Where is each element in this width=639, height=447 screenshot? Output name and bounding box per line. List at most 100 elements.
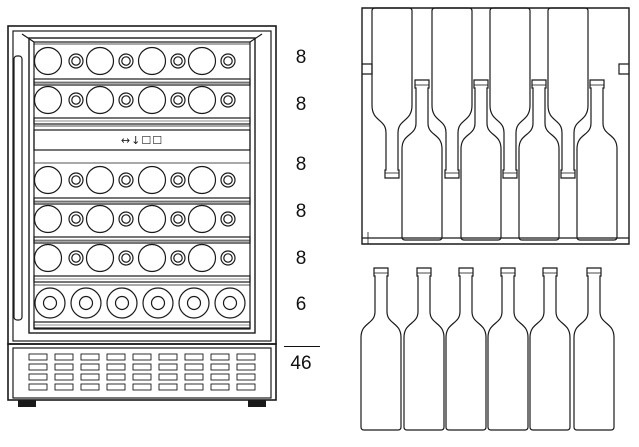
bottle-base xyxy=(85,46,115,76)
shelf-count-4: 8 xyxy=(295,201,307,222)
vent-slot xyxy=(80,353,100,361)
bottle-base xyxy=(33,243,63,273)
standing-bottle-outline xyxy=(573,267,615,431)
bottle-neck xyxy=(68,92,84,108)
bottle-base xyxy=(137,46,167,76)
bottle-base xyxy=(137,243,167,273)
bottle-neck xyxy=(220,53,236,69)
standing-bottle-outline xyxy=(487,267,529,431)
bottle-base xyxy=(187,165,217,195)
upright-bottle-outline xyxy=(401,79,443,241)
vent-slot xyxy=(106,383,126,391)
inverted-bottle-outline xyxy=(431,7,473,179)
bottle-base xyxy=(214,287,246,319)
standing-bottle xyxy=(445,267,487,431)
standing-bottle-outline xyxy=(360,267,402,431)
inverted-bottle-outline xyxy=(371,7,413,179)
frame-bevel xyxy=(21,33,35,43)
standing-bottle-outline xyxy=(403,267,445,431)
upright-bottle-outline xyxy=(518,79,560,241)
bottle-neck-inner xyxy=(223,253,233,263)
bottle-neck xyxy=(220,172,236,188)
standing-bottle-outline xyxy=(529,267,571,431)
upright-bottle-outline xyxy=(576,79,618,241)
bottle-base xyxy=(33,46,63,76)
shelf-row-5 xyxy=(33,240,251,283)
bottle-neck-inner xyxy=(71,175,81,185)
bottle-neck-inner xyxy=(71,95,81,105)
control-panel: ↔↓☐☐ xyxy=(33,125,251,151)
bottle-neck xyxy=(118,250,134,266)
bottle-neck xyxy=(220,211,236,227)
bottle-base-punt xyxy=(222,295,238,311)
bottle-neck-inner xyxy=(121,56,131,66)
bottle-neck-inner xyxy=(71,253,81,263)
vent-slot xyxy=(184,363,204,371)
shelf-count-5: 8 xyxy=(295,248,307,269)
shelf-row-1 xyxy=(33,43,251,86)
bottle-base xyxy=(70,287,102,319)
vent-slot xyxy=(184,353,204,361)
bottle-base xyxy=(85,85,115,115)
standing-bottle xyxy=(403,267,445,431)
bottle-neck-inner xyxy=(173,56,183,66)
vent-slot xyxy=(54,373,74,381)
cabinet-foot xyxy=(18,400,36,407)
bottle-neck-inner xyxy=(71,214,81,224)
bottle-neck-inner xyxy=(173,214,183,224)
standing-bottle xyxy=(487,267,529,431)
vent-slot xyxy=(158,383,178,391)
inverted-bottle-outline xyxy=(489,7,531,179)
control-panel-body xyxy=(33,129,251,151)
bottle-base xyxy=(178,287,210,319)
vent-slot xyxy=(158,373,178,381)
bottle-neck xyxy=(170,92,186,108)
vent-slot xyxy=(236,373,256,381)
inverted-bottle xyxy=(489,7,531,179)
vent-slot xyxy=(132,373,152,381)
vent-slot xyxy=(80,363,100,371)
bottle-neck xyxy=(170,250,186,266)
tray-notch-right xyxy=(618,63,629,75)
bottle-base-punt xyxy=(78,295,94,311)
bottle-base xyxy=(187,85,217,115)
tray-outline xyxy=(361,7,630,245)
bottle-neck-inner xyxy=(173,175,183,185)
shelf-count-6: 6 xyxy=(295,294,307,315)
bottle-neck-inner xyxy=(121,214,131,224)
shelf-tray-side-view xyxy=(361,7,630,245)
shelf-row-4 xyxy=(33,201,251,244)
vent-slot xyxy=(210,363,230,371)
upright-bottle xyxy=(460,79,502,241)
glass-window xyxy=(28,37,256,334)
vent-slot xyxy=(54,353,74,361)
bottle-base-punt xyxy=(42,295,58,311)
vent-slot xyxy=(210,373,230,381)
bottle-base xyxy=(142,287,174,319)
inverted-bottle xyxy=(431,7,473,179)
total-divider-line xyxy=(284,346,320,347)
bottle-neck-inner xyxy=(223,175,233,185)
bottle-base xyxy=(33,204,63,234)
vent-slot xyxy=(236,383,256,391)
shelf-row-3 xyxy=(33,162,251,205)
bottle-base xyxy=(187,243,217,273)
bottle-neck-inner xyxy=(223,214,233,224)
shelf-row-6 xyxy=(33,284,251,329)
vent-slot xyxy=(54,363,74,371)
bottle-neck-inner xyxy=(173,253,183,263)
vent-slot xyxy=(184,373,204,381)
bottle-neck xyxy=(118,172,134,188)
upright-bottle-outline xyxy=(460,79,502,241)
total-count: 46 xyxy=(290,353,312,374)
vent-slot xyxy=(132,383,152,391)
bottle-neck xyxy=(68,250,84,266)
bottle-neck xyxy=(68,211,84,227)
control-panel-display: ↔↓☐☐ xyxy=(121,134,163,147)
bottle-base-punt xyxy=(186,295,202,311)
vent-slot xyxy=(28,353,48,361)
door-handle xyxy=(13,55,23,321)
vent-slot xyxy=(28,363,48,371)
vent-slot xyxy=(236,363,256,371)
